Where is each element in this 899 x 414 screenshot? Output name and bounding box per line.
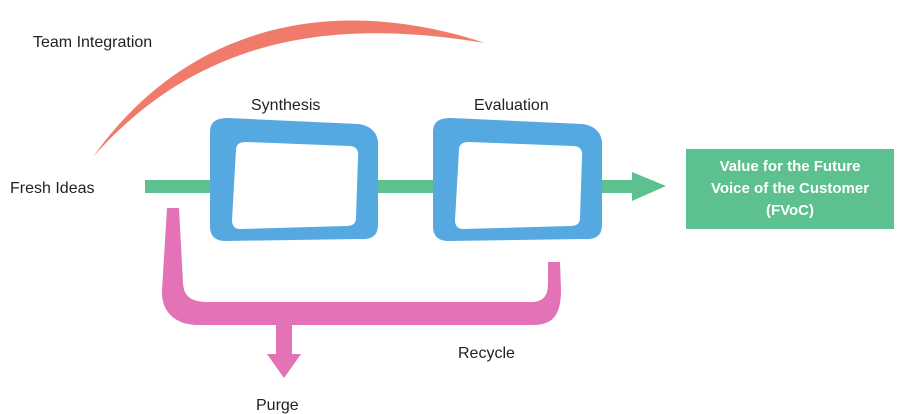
recycle-label: Recycle (458, 345, 515, 362)
output-line-1: Value for the Future (719, 158, 861, 175)
output-line-3: (FVoC) (765, 202, 815, 219)
purge-label: Purge (256, 397, 299, 414)
evaluation-label: Evaluation (474, 97, 549, 114)
output-box: Value for the Future Voice of the Custom… (686, 149, 894, 229)
team-integration-arc (93, 20, 485, 157)
fresh-ideas-label: Fresh Ideas (10, 180, 94, 197)
team-integration-label: Team Integration (33, 34, 152, 51)
evaluation-stage-frame (433, 118, 602, 241)
synthesis-label: Synthesis (251, 97, 320, 114)
output-line-2: Voice of the Customer (710, 180, 870, 197)
output-box-bg (686, 149, 894, 229)
main-flow-arrow (145, 172, 666, 201)
synthesis-stage-frame (210, 118, 378, 241)
